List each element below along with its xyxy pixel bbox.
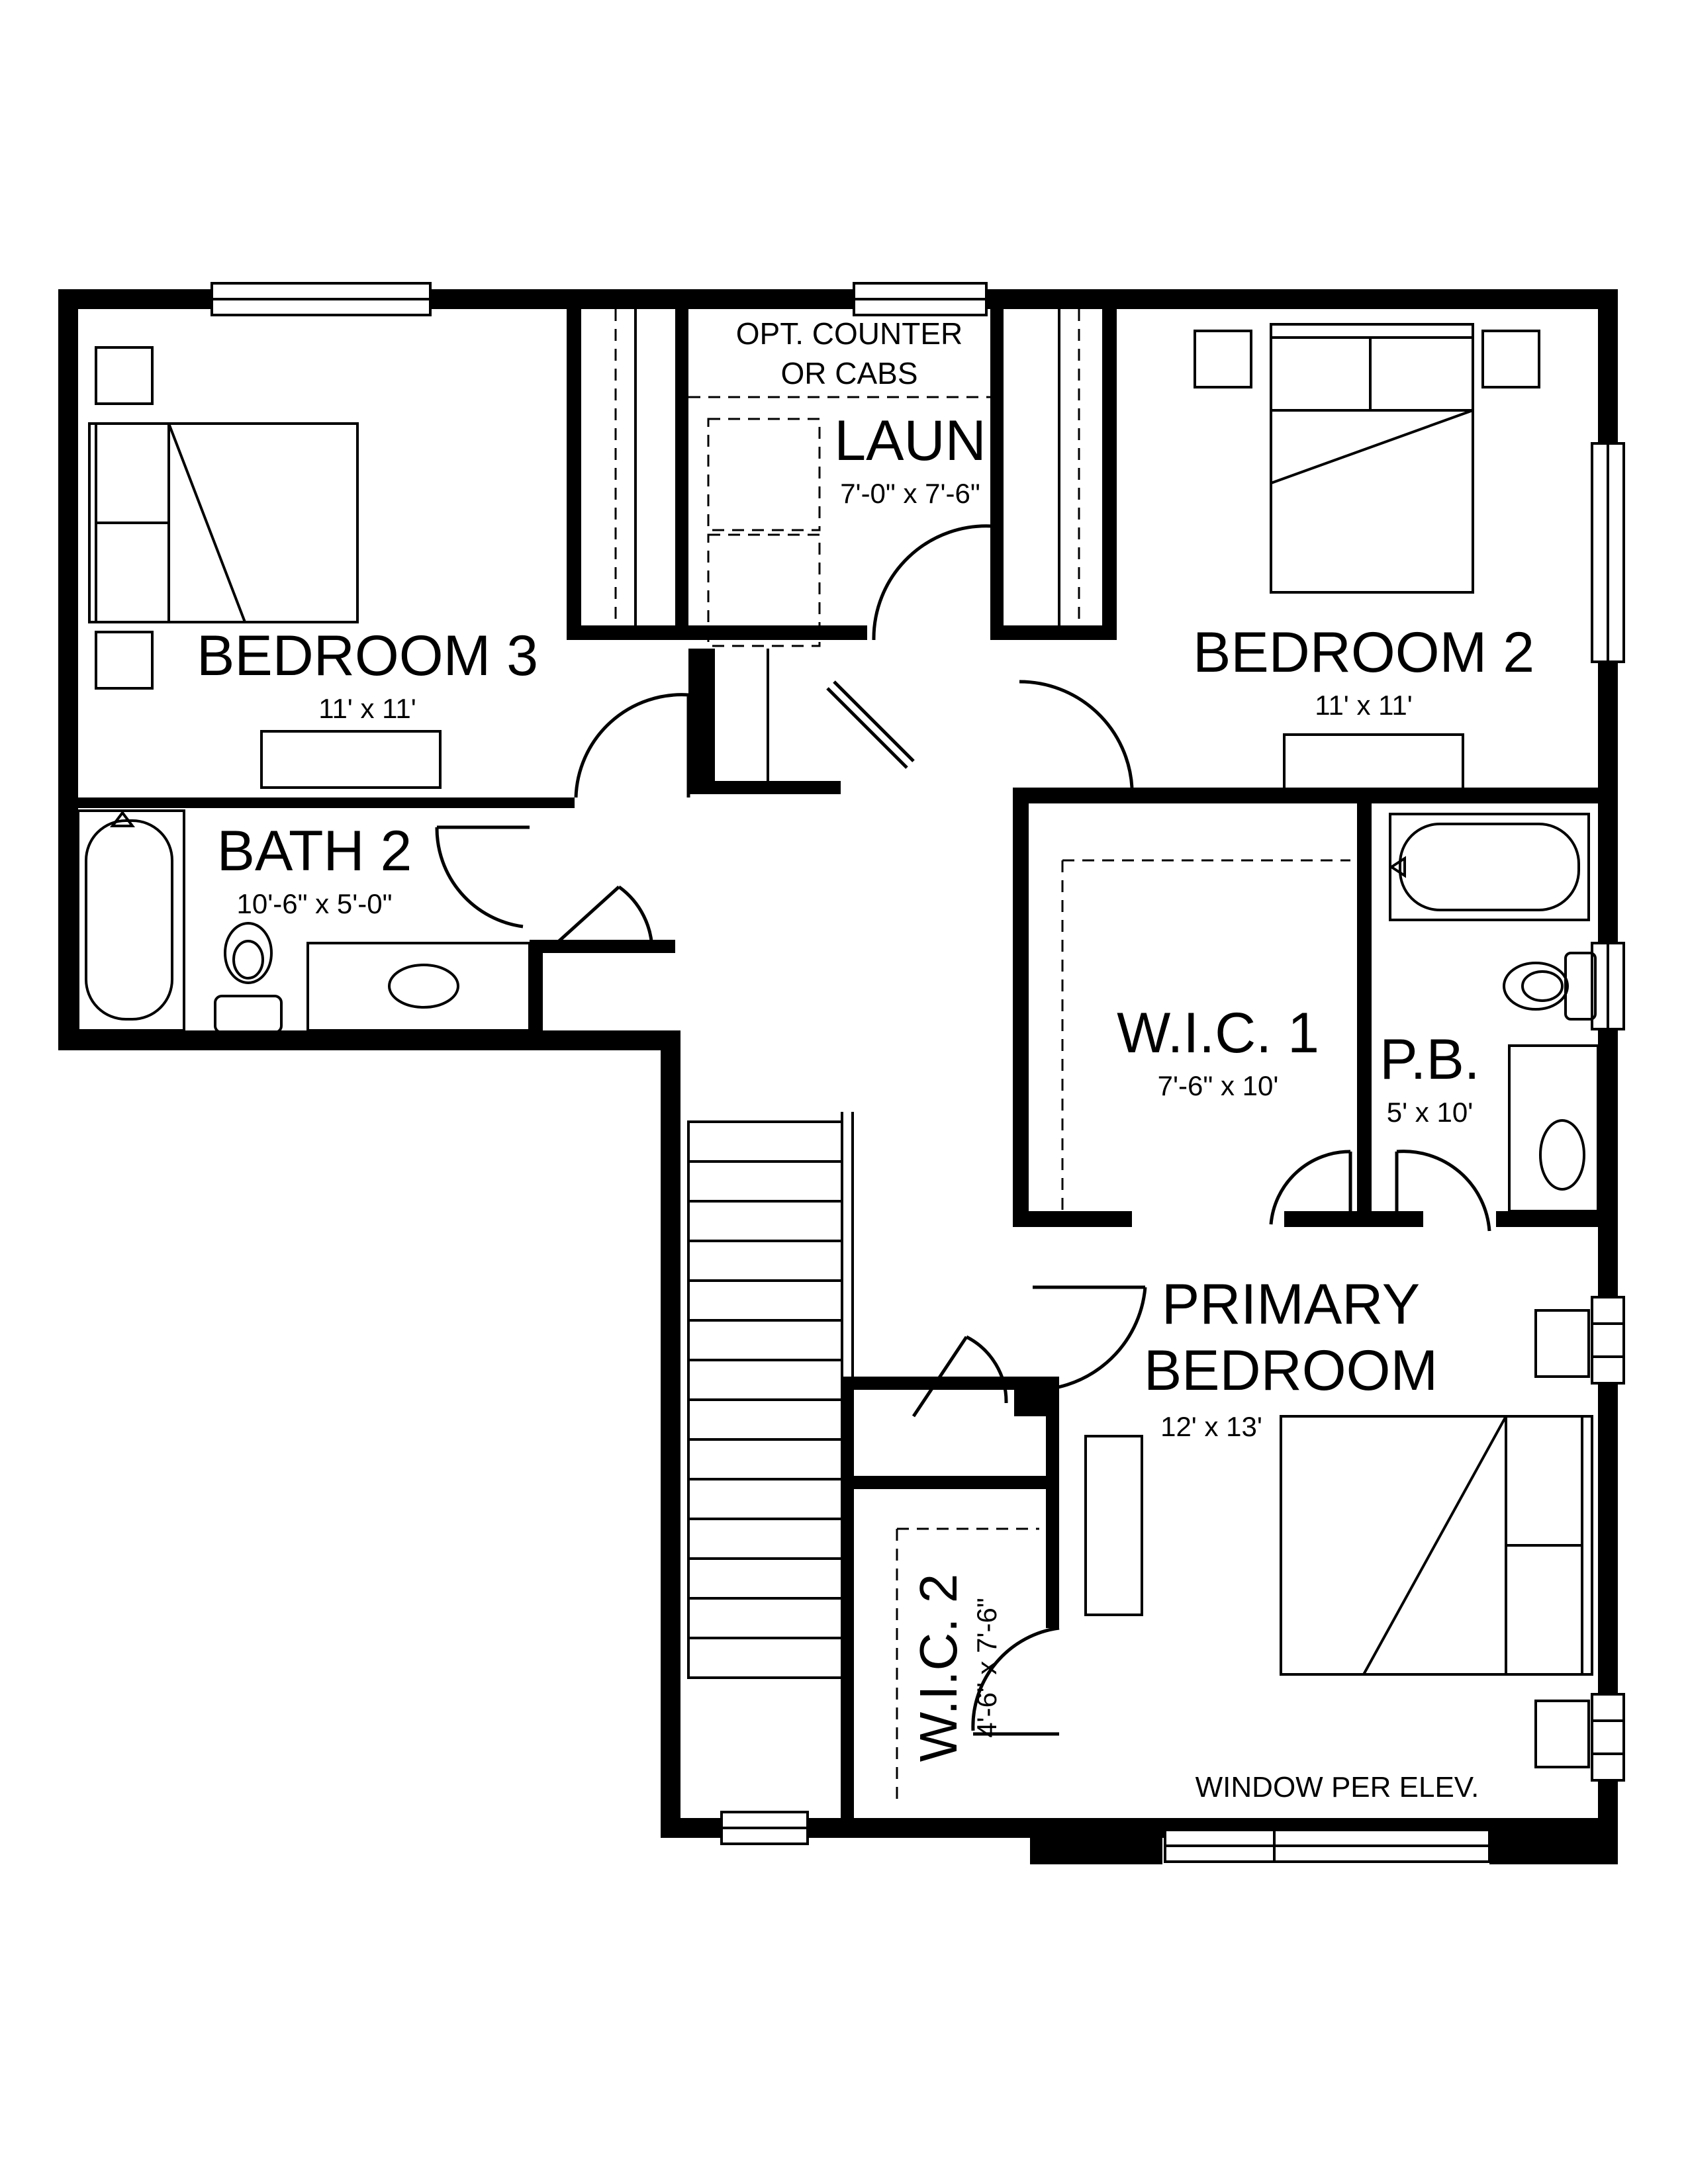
closet-shelves — [614, 309, 1599, 1807]
laundry-note-line2: OR CABS — [780, 356, 917, 390]
room-name-bedroom2: BEDROOM 2 — [1193, 621, 1534, 684]
dryer — [707, 533, 821, 647]
dresser-primary — [1084, 1435, 1143, 1616]
room-name-wic1: W.I.C. 1 — [1117, 1001, 1319, 1065]
bathtub-bath2 — [77, 809, 185, 1032]
fixtures — [77, 323, 1597, 1768]
room-name-primary-line1: PRIMARY — [1162, 1273, 1420, 1336]
window-primary-lower — [1591, 1693, 1625, 1782]
room-name-wic2: W.I.C. 2 — [909, 1574, 968, 1762]
washer — [707, 418, 821, 531]
room-size-wic1: 7'-6" x 10' — [1158, 1070, 1279, 1101]
window-primary-upper — [1591, 1296, 1625, 1385]
sink-bath2 — [388, 964, 459, 1009]
toilet-bath2 — [214, 922, 283, 1034]
stairs — [687, 1112, 854, 1679]
room-size-pb: 5' x 10' — [1387, 1097, 1473, 1128]
vanity-bath2 — [306, 942, 531, 1032]
bed-bedroom3 — [88, 346, 442, 789]
room-size-bedroom3: 11' x 11' — [318, 693, 416, 724]
dresser-bedroom3 — [260, 730, 442, 789]
windows — [211, 282, 1625, 1863]
laundry-note-line1: OPT. COUNTER — [736, 316, 962, 351]
room-name-laundry: LAUN — [834, 409, 986, 473]
doors — [435, 524, 1491, 1736]
room-name-bath2: BATH 2 — [217, 819, 412, 883]
room-name-pb: P.B. — [1380, 1028, 1479, 1091]
room-size-laundry: 7'-0" x 7'-6" — [840, 478, 980, 509]
window-note: WINDOW PER ELEV. — [1196, 1771, 1479, 1803]
sink-pb — [1539, 1119, 1585, 1191]
room-size-bath2: 10'-6" x 5'-0" — [237, 888, 393, 919]
room-name-primary-line2: BEDROOM — [1144, 1339, 1438, 1402]
room-size-primary: 12' x 13' — [1160, 1411, 1262, 1442]
dresser-bedroom2 — [1283, 733, 1464, 792]
room-size-wic2: 4'-6" x 7'-6" — [971, 1598, 1002, 1738]
toilet-pb — [1503, 952, 1597, 1021]
labels: BEDROOM 3 11' x 11' OPT. COUNTER OR CABS… — [197, 316, 1534, 1803]
bed-bedroom2 — [1194, 323, 1540, 792]
walls — [58, 289, 1618, 1864]
room-name-bedroom3: BEDROOM 3 — [197, 624, 538, 688]
room-size-bedroom2: 11' x 11' — [1315, 690, 1413, 721]
bed-primary — [1084, 1309, 1593, 1768]
